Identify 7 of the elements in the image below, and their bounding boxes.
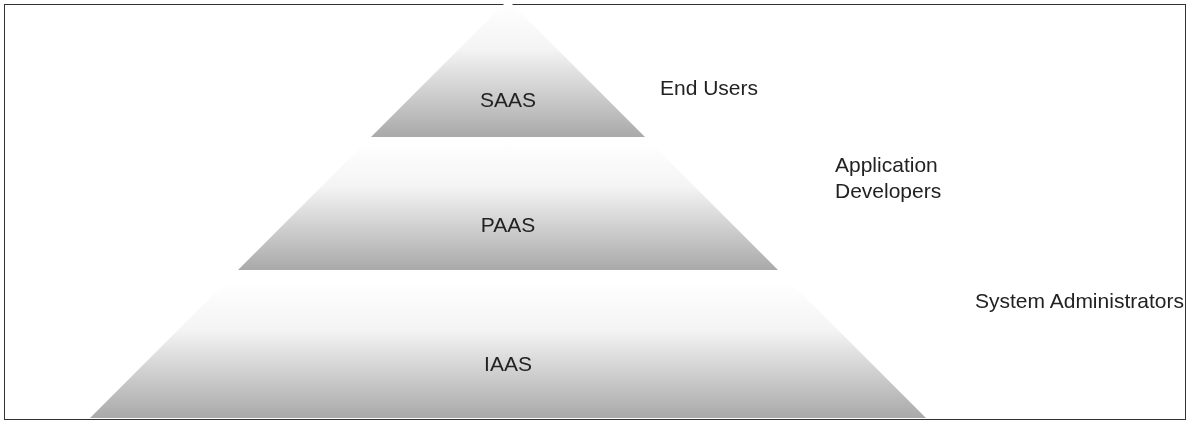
audience-label: End Users bbox=[660, 75, 760, 101]
tier-label: PAAS bbox=[480, 213, 536, 237]
tier-label: IAAS bbox=[484, 352, 532, 376]
audience-label: System Administrators bbox=[975, 288, 1185, 314]
pyramid-tier bbox=[371, 2, 645, 137]
tier-label: SAAS bbox=[480, 88, 536, 112]
audience-label: Application Developers bbox=[835, 152, 943, 204]
